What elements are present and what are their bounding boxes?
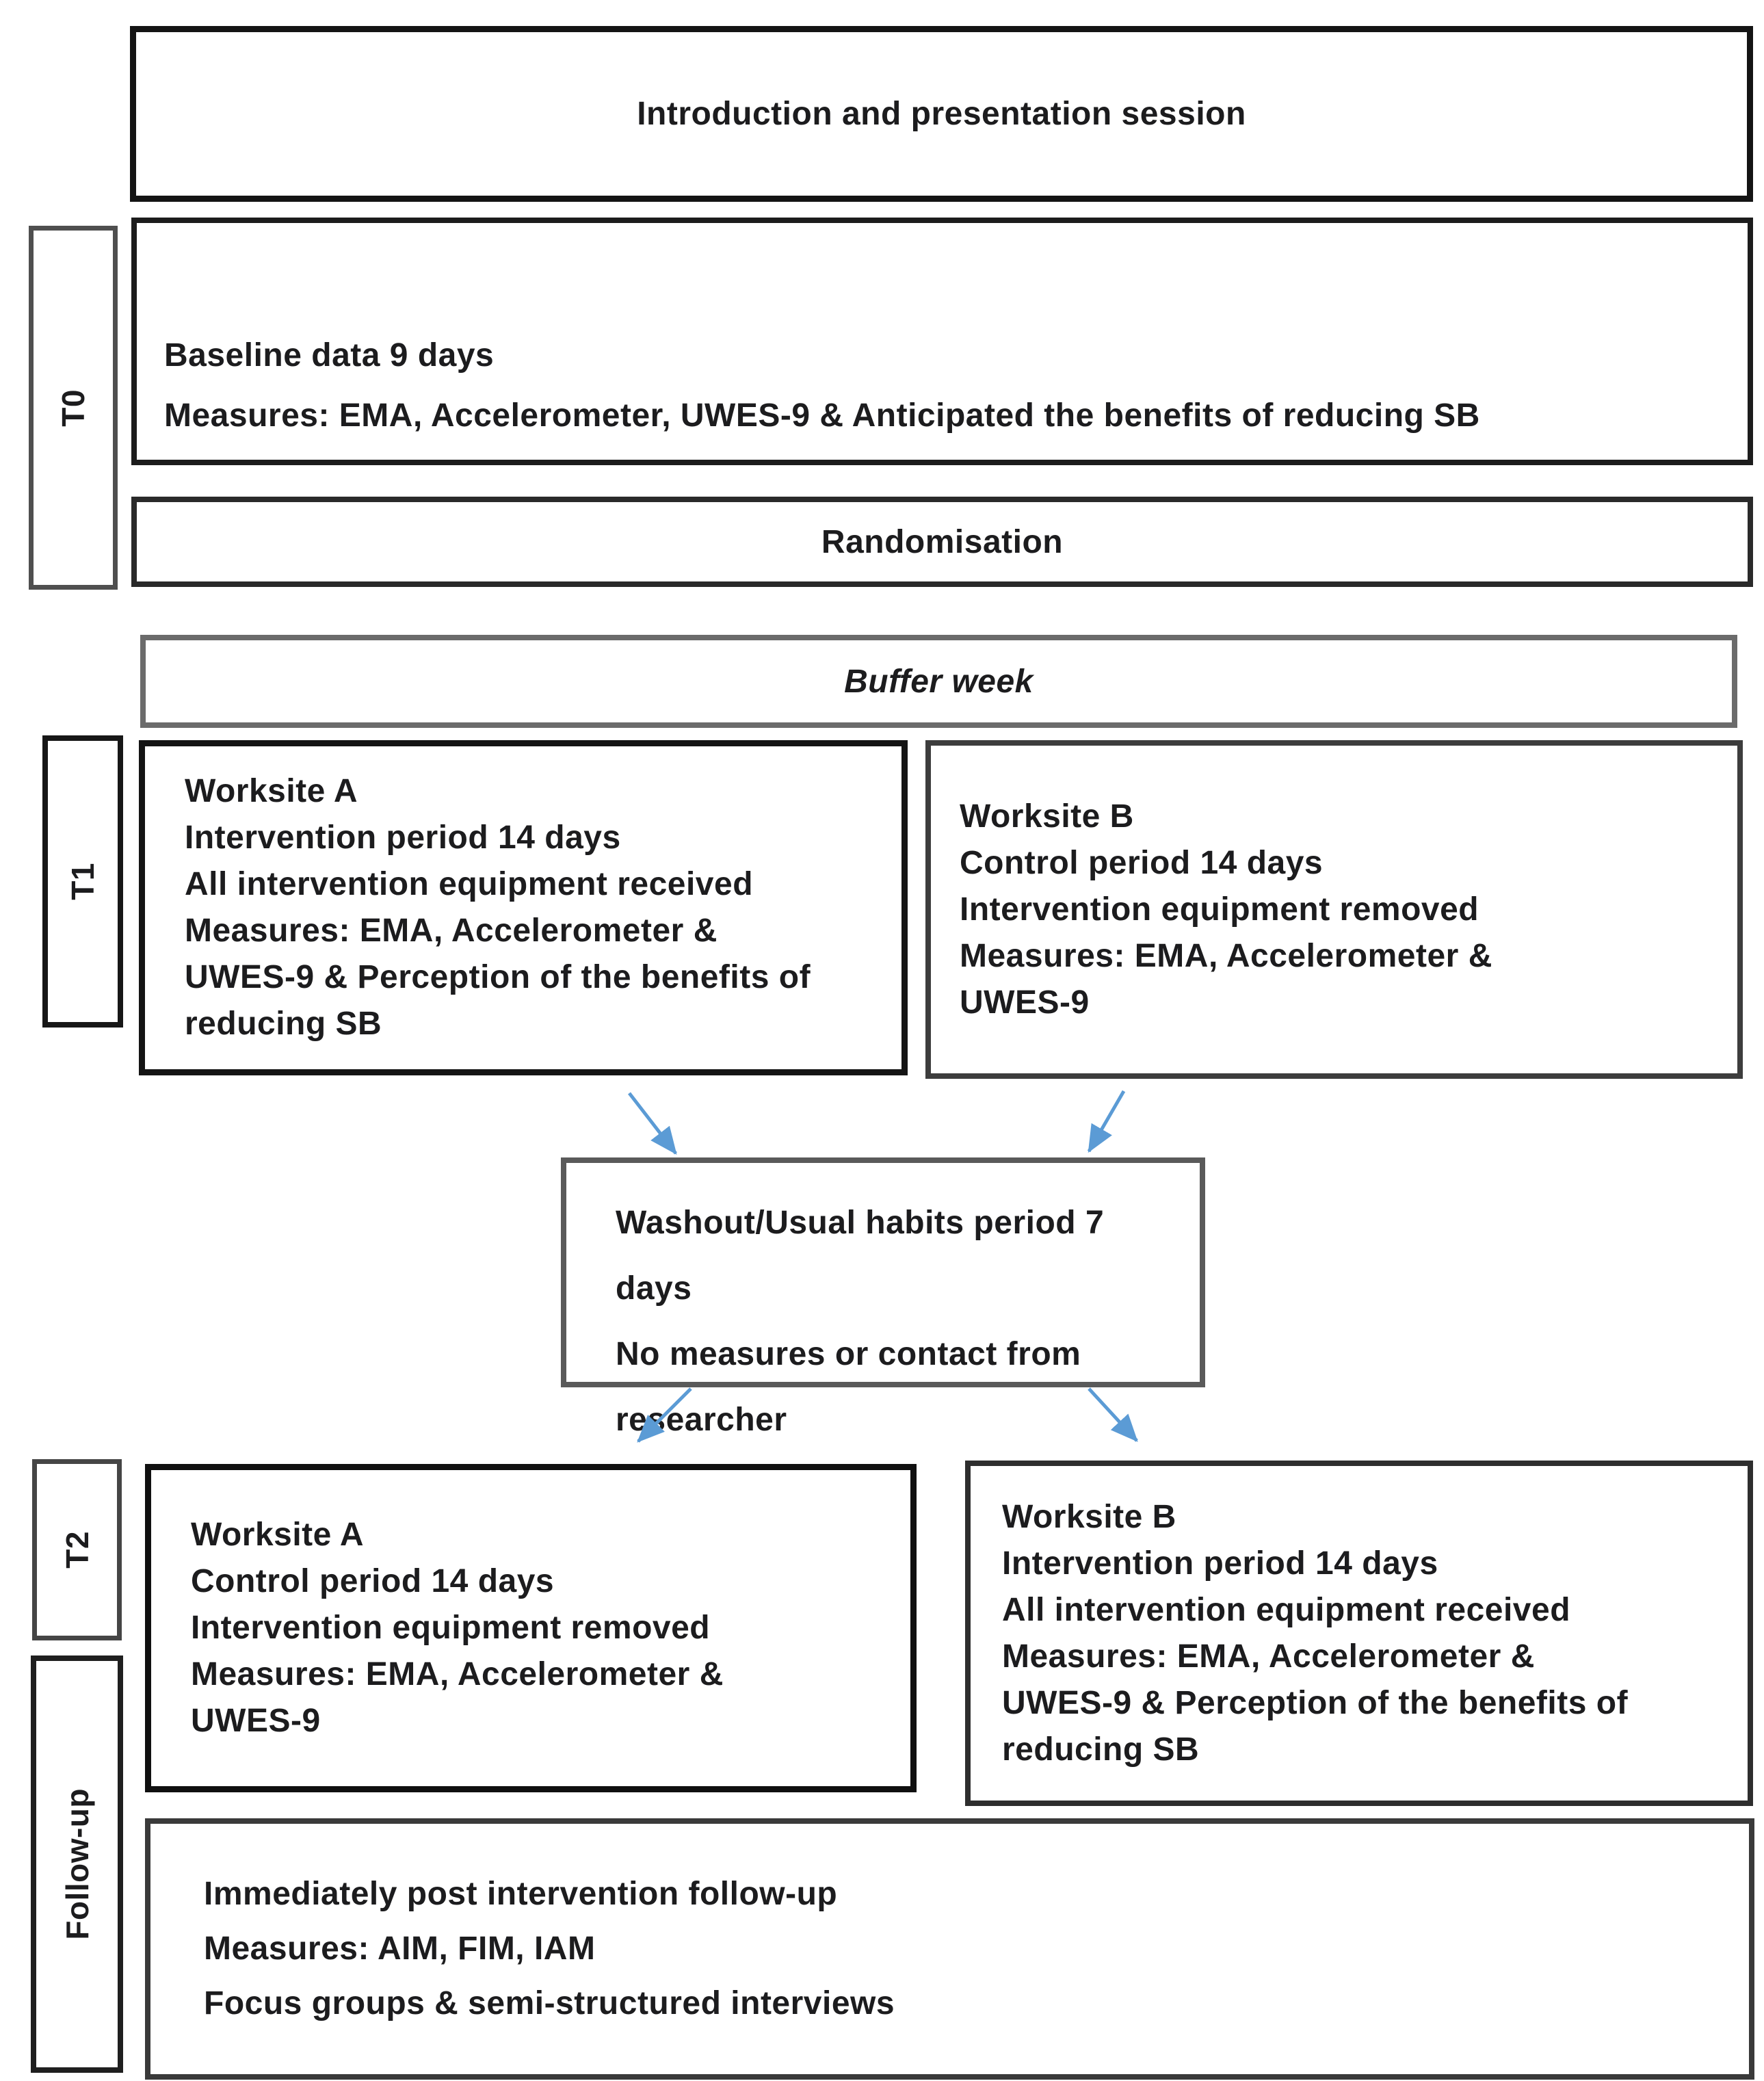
t1-worksite-b-line: Intervention equipment removed [960,891,1479,928]
followup-line: Measures: AIM, FIM, IAM [204,1931,596,1967]
intro-session-box: Introduction and presentation session [130,26,1753,202]
randomisation-text: Randomisation [821,523,1064,560]
baseline-line: Baseline data 9 days [164,337,495,374]
t2-label-box: T2 [32,1459,122,1640]
washout-line: researcher [616,1402,787,1438]
t1-worksite-b-line: Measures: EMA, Accelerometer & [960,937,1492,974]
washout-line: No measures or contact from [616,1336,1081,1372]
t1-worksite-a-line: UWES-9 & Perception of the benefits of [185,959,811,995]
t2-worksite-b-line: All intervention equipment received [1002,1591,1571,1628]
t1-worksite-a-box: Worksite A Intervention period 14 days A… [139,740,908,1075]
t0-label-box: T0 [29,226,118,590]
arrow-t1b-to-washout [1087,1090,1126,1153]
t1-worksite-a-line: All intervention equipment received [185,866,754,902]
t1-worksite-a-line: reducing SB [185,1006,382,1042]
t2-worksite-b-line: Measures: EMA, Accelerometer & [1002,1638,1535,1675]
t2-worksite-a-line: Measures: EMA, Accelerometer & [191,1656,724,1692]
followup-box: Immediately post intervention follow-up … [145,1818,1754,2080]
t2-worksite-a-line: Worksite A [191,1517,365,1553]
t2-worksite-a-box: Worksite A Control period 14 days Interv… [145,1464,917,1792]
buffer-week-text: Buffer week [844,663,1034,700]
randomisation-box: Randomisation [131,497,1753,587]
arrow-t1a-to-washout [628,1092,677,1155]
baseline-box: Baseline data 9 days Measures: EMA, Acce… [131,218,1753,465]
followup-line: Immediately post intervention follow-up [204,1876,838,1912]
followup-label: Follow-up [59,1788,95,1940]
t2-worksite-a-line: Control period 14 days [191,1563,555,1599]
t0-label: T0 [55,389,91,427]
t2-worksite-a-line: Intervention equipment removed [191,1610,711,1646]
t1-label-box: T1 [42,735,123,1028]
washout-box: Washout/Usual habits period 7 days No me… [561,1157,1205,1438]
t1-worksite-b-line: Control period 14 days [960,844,1324,881]
t1-label: T1 [65,863,101,900]
washout-line: Washout/Usual habits period 7 days [616,1205,1105,1307]
followup-label-box: Follow-up [31,1655,123,2073]
t1-worksite-b-line: Worksite B [960,798,1134,835]
t2-label: T2 [59,1531,95,1569]
t1-worksite-a-line: Worksite A [185,773,358,809]
t1-worksite-a-line: Intervention period 14 days [185,820,621,856]
t1-worksite-b-line: UWES-9 [960,984,1090,1021]
t2-worksite-a-line: UWES-9 [191,1703,321,1739]
intro-session-text: Introduction and presentation session [637,96,1246,132]
t2-worksite-b-box: Worksite B Intervention period 14 days A… [965,1461,1753,1806]
buffer-week-box: Buffer week [140,635,1737,728]
t1-worksite-b-box: Worksite B Control period 14 days Interv… [925,740,1743,1079]
t2-worksite-b-line: UWES-9 & Perception of the benefits of [1002,1684,1629,1721]
t1-worksite-a-line: Measures: EMA, Accelerometer & [185,913,718,949]
t2-worksite-b-line: Intervention period 14 days [1002,1545,1438,1582]
followup-line: Focus groups & semi-structured interview… [204,1985,895,2021]
t2-worksite-b-line: Worksite B [1002,1498,1176,1535]
baseline-line: Measures: EMA, Accelerometer, UWES-9 & A… [164,397,1480,434]
t2-worksite-b-line: reducing SB [1002,1731,1200,1768]
